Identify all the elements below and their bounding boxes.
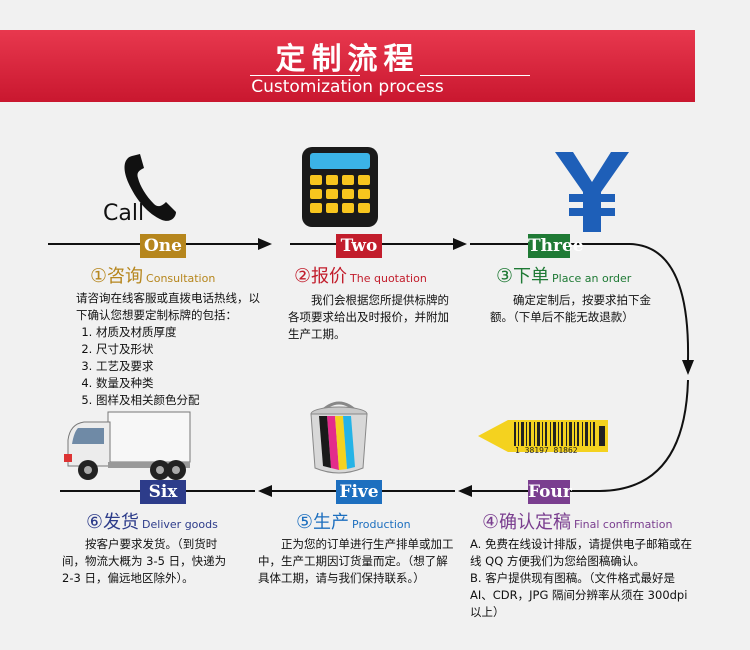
page-title: 定制流程: [275, 42, 420, 77]
step-desc-production: 正为您的订单进行生产排单或加工中，生产工期因订货量而定。（想了解具体工期，请与我…: [258, 537, 454, 585]
arrow-down-icon: [682, 360, 694, 375]
arrow-left-icon: [258, 485, 272, 497]
header-banner: [0, 30, 695, 102]
step-desc-final-confirmation: A. 免费在线设计排版，请提供电子邮箱或在线 QQ 方便我们为您给图稿确认。 B…: [470, 537, 692, 619]
delivery-truck-icon: [64, 411, 191, 480]
step-label-one: One: [140, 234, 186, 258]
step-label-four: Four: [528, 480, 572, 504]
step-label-six: Six: [140, 480, 186, 504]
yen-icon: [555, 152, 629, 232]
step-label-two: Two: [336, 234, 382, 258]
step-desc-quotation: 我们会根据您所提供标牌的各项要求给出及时报价，并附加生产工期。: [288, 293, 449, 341]
step-label-five: Five: [336, 480, 382, 504]
step-desc-consultation: 请咨询在线客服或直拨电话热线，以下确认您想要定制标牌的包括： 材质及材质厚度 尺…: [76, 290, 266, 409]
arrow-right-icon: [453, 238, 467, 250]
arrow-right-icon: [258, 238, 272, 250]
telephone-icon: [124, 154, 176, 221]
calculator-icon: [302, 147, 378, 227]
arrow-left-icon: [458, 485, 472, 497]
title-divider-left: [250, 75, 360, 76]
step-desc-place-order: 确定定制后，按要求拍下金额。（下单后不能无故退款）: [490, 293, 651, 324]
step-label-three: Three: [528, 234, 584, 258]
barcode-icon: [478, 420, 608, 452]
barcode-number: 1 38197 81862: [515, 446, 578, 455]
page-subtitle: Customization process: [251, 77, 444, 97]
call-label: Call: [103, 201, 145, 226]
paint-bucket-icon: [310, 401, 368, 474]
title-divider-right: [420, 75, 530, 76]
step-desc-deliver-goods: 按客户要求发货。（到货时间，物流大概为 3-5 日，快递为 2-3 日，偏远地区…: [62, 537, 227, 585]
